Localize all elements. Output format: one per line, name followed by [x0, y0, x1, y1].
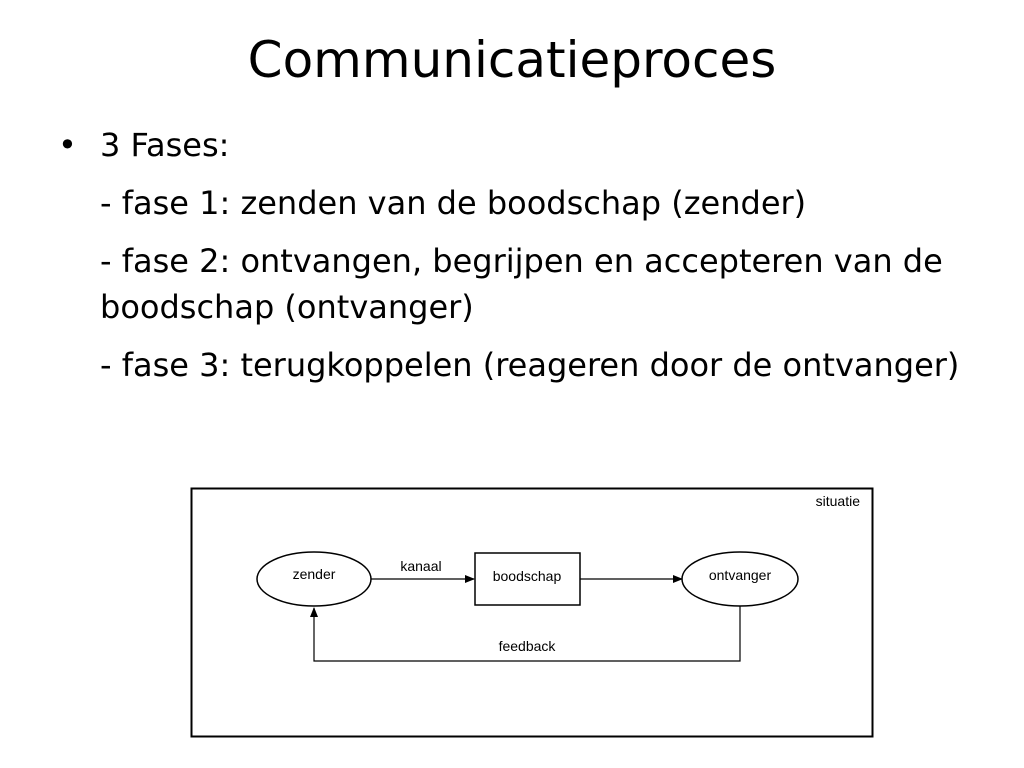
situation-label: situatie [816, 493, 861, 509]
bullet-dot-icon: • [58, 126, 77, 164]
phase-3-text: - fase 3: terugkoppelen (reageren door d… [100, 346, 960, 384]
channel-label: kanaal [400, 558, 441, 574]
situation-frame [190, 487, 874, 738]
slide-content: • 3 Fases: - fase 1: zenden van de boods… [58, 122, 978, 400]
feedback-label: feedback [499, 638, 557, 654]
receiver-label: ontvanger [709, 567, 772, 583]
bullet-item: • 3 Fases: [58, 122, 978, 168]
message-label: boodschap [493, 568, 562, 584]
diagram-svg: situatie zender kanaal boodschap ontvang… [190, 487, 874, 738]
sender-label: zender [293, 566, 336, 582]
bullet-label: 3 Fases: [100, 126, 230, 164]
communication-diagram: situatie zender kanaal boodschap ontvang… [190, 487, 874, 738]
feedback-arrow [310, 606, 741, 662]
slide-title: Communicatieproces [247, 31, 777, 89]
phase-1-text: - fase 1: zenden van de boodschap (zende… [100, 184, 807, 222]
message-node [474, 552, 581, 606]
phase-2-text: - fase 2: ontvangen, begrijpen en accept… [100, 242, 943, 326]
